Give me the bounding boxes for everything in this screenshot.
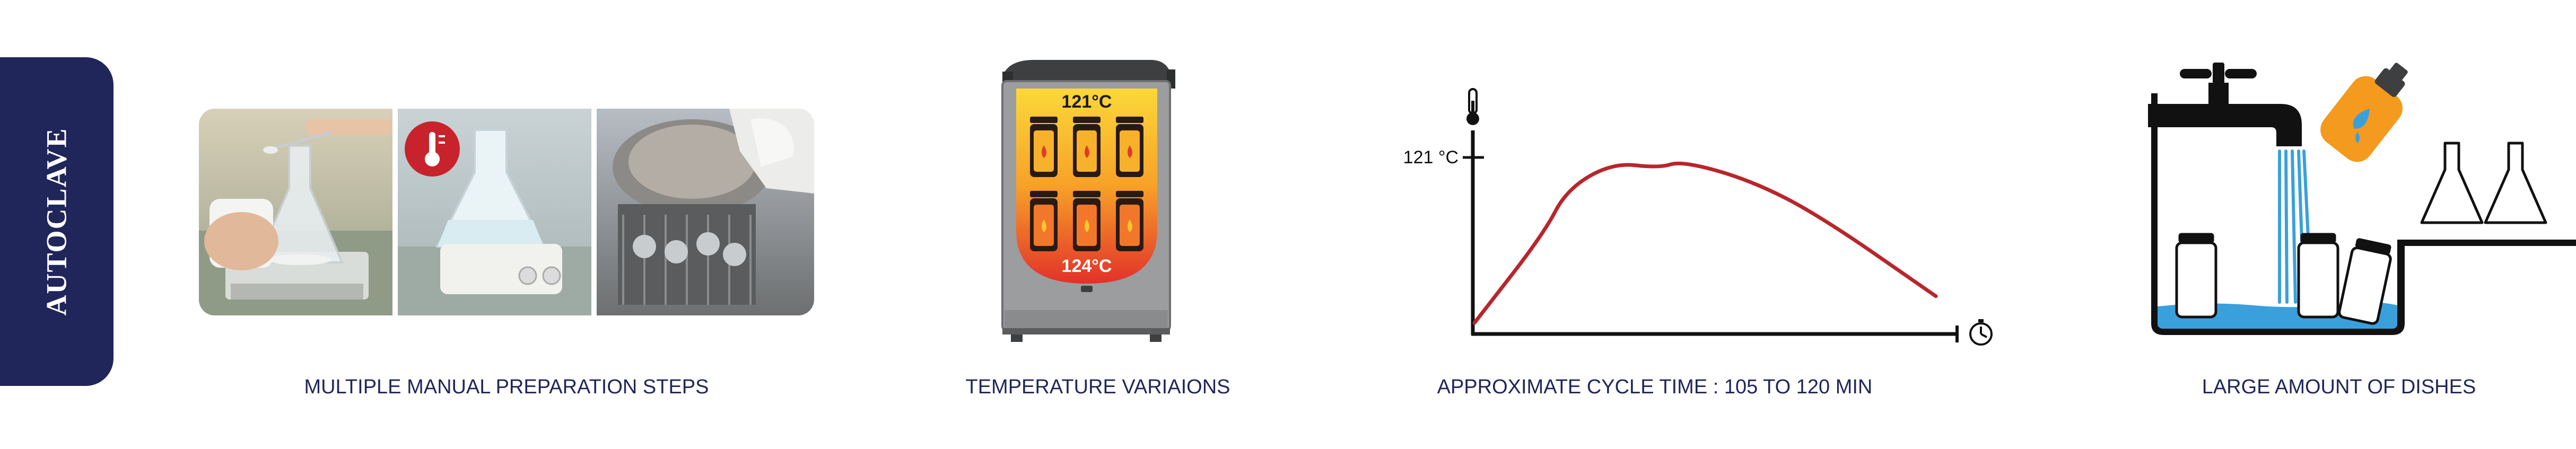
autoclave-side-tab: AUTOCLAVE [0, 57, 113, 386]
thermometer-icon [1466, 88, 1479, 125]
temperature-curve [1472, 161, 1938, 325]
dishwashing-illustration [2148, 63, 2576, 335]
caption-manual-steps: MULTIPLE MANUAL PREPARATION STEPS [304, 376, 709, 398]
detergent-bottle-icon [2320, 63, 2408, 162]
autoclave-label: AUTOCLAVE [41, 127, 73, 316]
photo-autoclave-loading [597, 109, 814, 315]
cycle-time-chart: 121 °C [1403, 88, 1993, 346]
dish-bottles [2175, 233, 2392, 325]
autoclave-temperature-illustration: 121°C 124°C [1001, 60, 1175, 342]
clock-icon [1969, 319, 1993, 346]
autoclave-label-wrap: AUTOCLAVE [0, 57, 113, 386]
lab-photos-strip [199, 109, 814, 315]
photo-weighing-powder [199, 109, 392, 315]
top-temperature-label: 121°C [1062, 92, 1112, 112]
caption-dishes: LARGE AMOUNT OF DISHES [2202, 376, 2476, 398]
y-tick-label-121: 121 °C [1403, 147, 1459, 168]
erlenmeyer-flasks [2420, 142, 2547, 224]
bottom-temperature-label: 124°C [1062, 256, 1112, 276]
faucet-icon [2148, 63, 2302, 146]
caption-temperature: TEMPERATURE VARIAIONS [965, 376, 1230, 398]
media-bottles [1030, 117, 1143, 251]
caption-cycle-time: APPROXIMATE CYCLE TIME : 105 TO 120 MIN [1437, 376, 1873, 398]
photo-magnetic-stirrer [398, 109, 591, 315]
